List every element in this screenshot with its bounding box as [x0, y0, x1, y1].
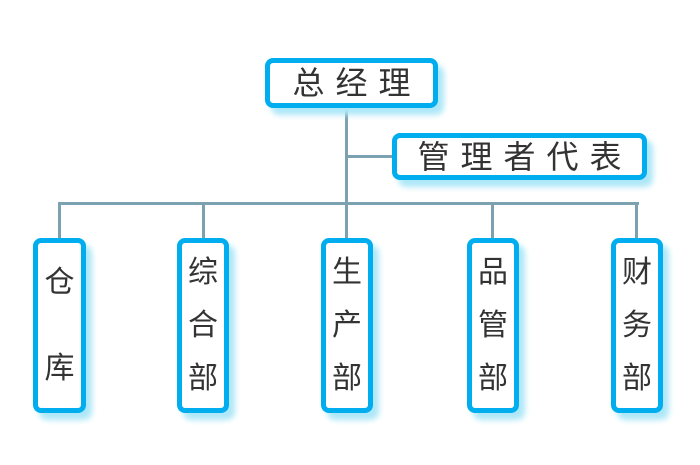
org-node-management-representative: 管理者代表	[392, 133, 647, 180]
org-node-quality-control: 品管部	[467, 238, 519, 413]
org-node-production: 生产部	[321, 238, 373, 413]
connector-main-horizontal	[58, 202, 639, 205]
connector-drop-production	[345, 202, 348, 238]
org-node-general-manager: 总经理	[265, 58, 438, 108]
org-node-finance-label: 财务部	[622, 256, 652, 395]
connector-drop-finance	[635, 202, 638, 238]
org-node-general-affairs: 综合部	[177, 238, 229, 413]
connector-drop-quality-control	[491, 202, 494, 238]
connector-drop-warehouse	[58, 202, 61, 238]
org-node-finance: 财务部	[611, 238, 663, 413]
org-node-warehouse-label: 仓库	[44, 265, 75, 385]
org-node-general-affairs-label: 综合部	[188, 256, 218, 395]
org-node-management-representative-label: 管理者代表	[417, 138, 633, 175]
connector-assistant-branch	[346, 155, 392, 158]
org-node-warehouse: 仓库	[33, 238, 86, 413]
connector-drop-general-affairs	[202, 202, 205, 238]
org-node-quality-control-label: 品管部	[478, 256, 508, 395]
org-node-production-label: 生产部	[332, 256, 362, 395]
org-node-general-manager-label: 总经理	[292, 65, 422, 101]
